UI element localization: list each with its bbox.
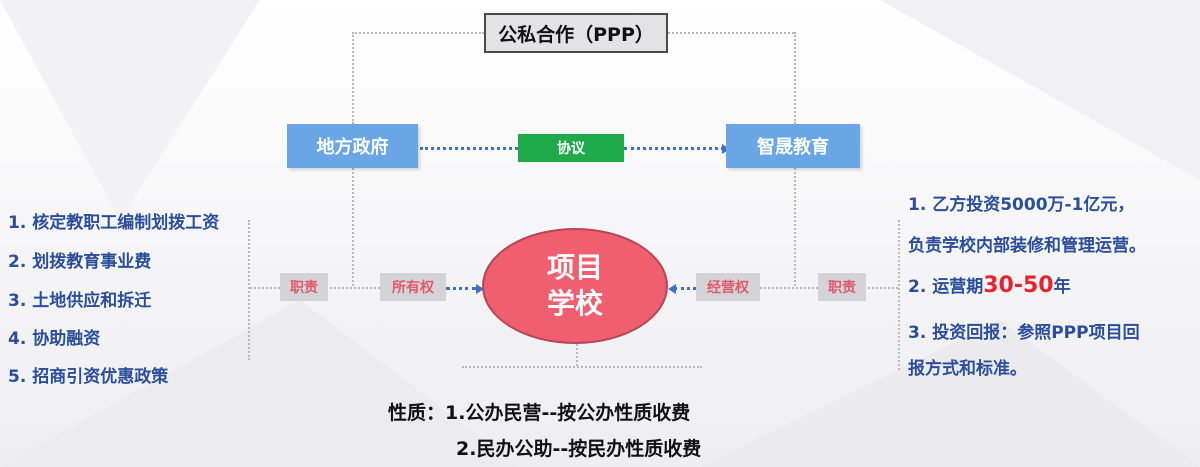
left-duty-tag: 职责 [280,273,328,301]
list-item: 5. 招商引资优惠政策 [8,367,169,387]
nature-line-1: 性质：1.公办民营--按公办性质收费 [388,402,691,424]
arrow-to-school [476,284,484,294]
nature-line-2: 2.民办公助--按民办性质收费 [456,438,702,460]
list-item: 3. 土地供应和拆迁 [8,291,152,311]
operation-right-tag: 经营权 [696,273,760,301]
ownership-arrow [446,287,476,290]
arrow-to-school-right [668,284,676,294]
list-item: 2. 运营期30-50年 [908,272,1071,298]
school-label-line2: 学校 [546,287,603,320]
list-item: 1. 核定教职工编制划拨工资 [8,213,220,233]
top-connector-right [668,32,794,34]
local-government-box: 地方政府 [287,124,418,168]
edu-down-connector [794,168,796,286]
operation-period-prefix: 2. 运营期 [908,277,984,297]
operation-arrow [674,287,696,290]
ppp-title: 公私合作（PPP） [484,13,668,53]
gov-down-connector [352,168,354,286]
edu-up-connector [794,32,796,124]
list-item: 报方式和标准。 [908,359,1027,379]
list-item: 3. 投资回报：参照PPP项目回 [908,323,1140,343]
right-duty-tag: 职责 [818,273,866,301]
zhisheng-education-box: 智晟教育 [726,124,860,168]
operation-period-highlight: 30-50 [983,273,1054,298]
gov-up-connector [352,32,354,124]
list-item: 负责学校内部装修和管理运营。 [908,236,1146,256]
agreement-arrow-left [420,147,518,150]
list-item: 2. 划拨教育事业费 [8,252,152,272]
agreement-label: 协议 [518,134,624,162]
list-item: 4. 协助融资 [8,329,101,349]
left-bracket-line [248,220,250,360]
school-down-connector [576,344,578,366]
agreement-arrow-right [624,147,724,150]
right-bracket-line [898,220,900,370]
bottom-connector [462,366,702,368]
operation-period-suffix: 年 [1053,277,1071,297]
list-item: 1. 乙方投资5000万-1亿元， [908,195,1135,215]
project-school-circle: 项目 学校 [482,228,668,344]
school-label-line1: 项目 [546,251,603,284]
ownership-tag: 所有权 [380,273,446,301]
top-connector-left [352,32,484,34]
